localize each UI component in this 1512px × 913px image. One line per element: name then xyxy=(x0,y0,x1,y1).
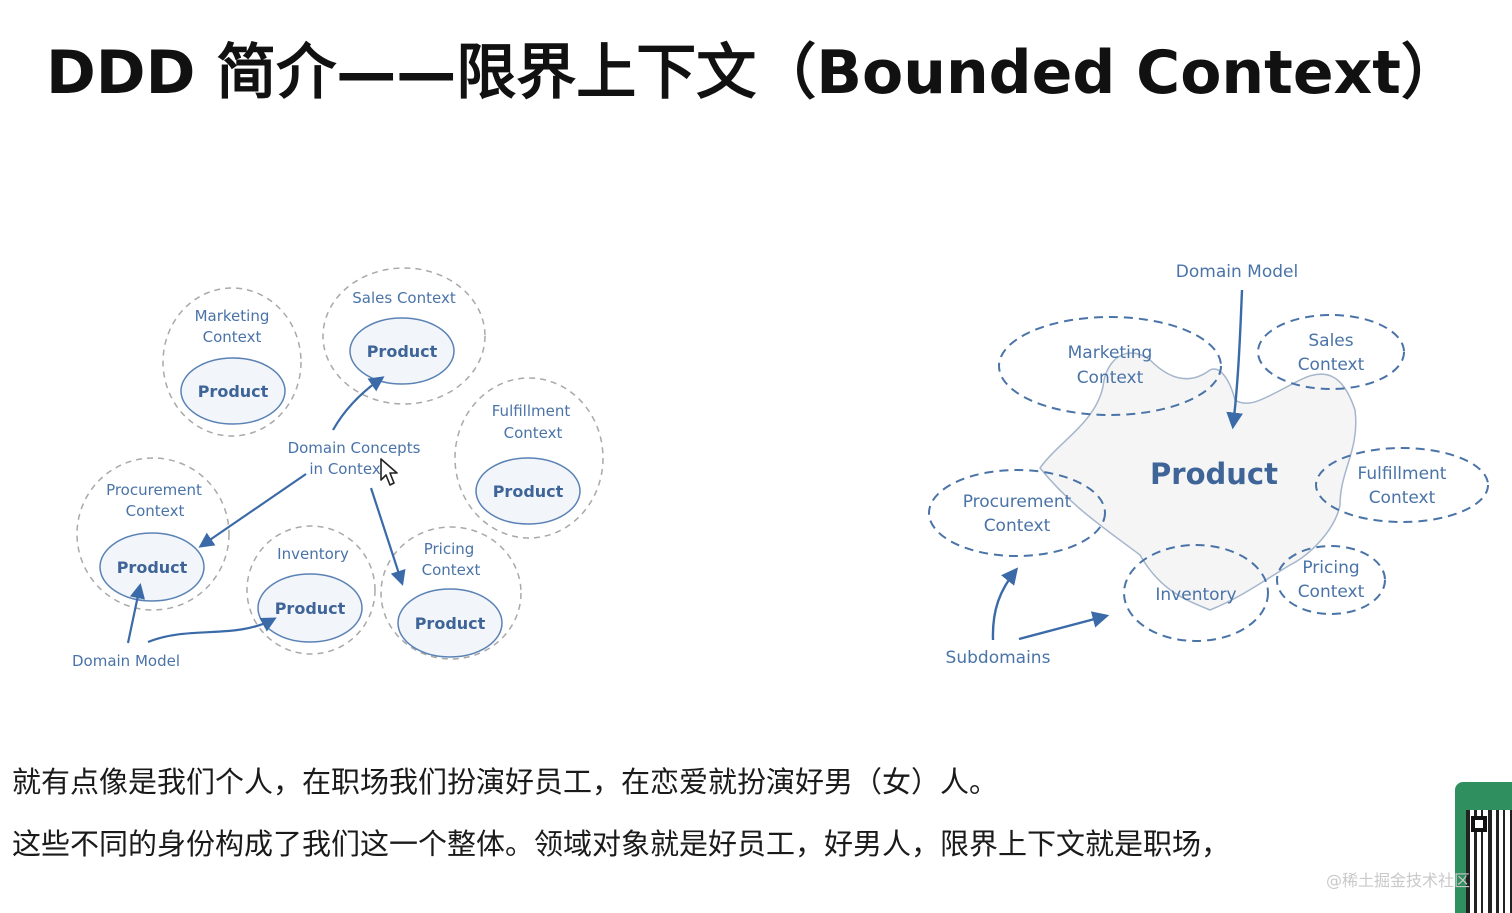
context-procurement: Procurement Context xyxy=(928,469,1106,557)
mouse-cursor-icon xyxy=(380,458,398,486)
context-sales: Sales Context Product xyxy=(322,267,486,405)
context-label-line1: Sales Context xyxy=(352,289,456,307)
context-label-line2: Context xyxy=(126,502,185,520)
context-label-line1: Inventory xyxy=(1155,585,1236,605)
context-label-line2: Context xyxy=(1298,355,1365,375)
context-label-line2: Context xyxy=(504,424,563,442)
context-label-line1: Procurement xyxy=(106,481,202,499)
left-diagram: Marketing Context Product Sales Context … xyxy=(72,267,604,670)
subdomains-label: Subdomains xyxy=(946,648,1051,668)
domain-model-label: Domain Model xyxy=(1176,262,1298,282)
arrow-domain-model-to-procurement xyxy=(126,582,145,644)
body-text-line-2: 这些不同的身份构成了我们这一个整体。领域对象就是好员工，好男人，限界上下文就是职… xyxy=(12,827,1231,861)
context-label-line1: Inventory xyxy=(277,545,349,563)
context-inventory: Inventory Product xyxy=(246,525,376,655)
arrow-subdomains-to-inventory xyxy=(1018,611,1110,641)
context-marketing: Marketing Context Product xyxy=(162,287,302,437)
context-inventory: Inventory xyxy=(1123,544,1269,642)
product-label: Product xyxy=(198,382,269,401)
arrow-to-pricing xyxy=(369,487,406,586)
context-fulfillment: Fulfillment Context Product xyxy=(454,377,604,539)
context-procurement: Procurement Context Product xyxy=(76,457,230,611)
qr-finder-icon xyxy=(1471,816,1487,832)
context-label-line2: Context xyxy=(1298,582,1365,602)
context-fulfillment: Fulfillment Context xyxy=(1315,447,1489,523)
context-label-line2: Context xyxy=(422,561,481,579)
product-center-label: Product xyxy=(1150,457,1278,491)
product-domain-blob xyxy=(1039,352,1357,611)
right-diagram: Product Marketing Context Sales Context … xyxy=(928,262,1489,668)
arrow-to-procurement xyxy=(198,473,307,548)
product-label: Product xyxy=(275,599,346,618)
product-label: Product xyxy=(415,614,486,633)
product-label: Product xyxy=(367,342,438,361)
domain-concepts-label-line1: Domain Concepts xyxy=(288,439,421,457)
context-label-line1: Fulfillment xyxy=(1358,464,1447,484)
context-label-line1: Marketing xyxy=(1068,343,1153,363)
page-title: DDD 简介——限界上下文（Bounded Context） xyxy=(46,38,1461,108)
context-label-line2: Context xyxy=(203,328,262,346)
context-label-line2: Context xyxy=(984,516,1051,536)
context-label-line1: Fulfillment xyxy=(492,402,571,420)
domain-model-label: Domain Model xyxy=(72,652,180,670)
arrow-to-sales xyxy=(332,376,385,431)
arrow-subdomains-to-procurement xyxy=(991,567,1019,641)
arrow-domain-model-to-inventory xyxy=(147,617,277,644)
context-marketing: Marketing Context xyxy=(998,316,1222,416)
context-label-line1: Marketing xyxy=(195,307,270,325)
domain-concepts-label-line2: in Context xyxy=(309,460,386,478)
context-pricing: Pricing Context Product xyxy=(380,526,522,660)
context-label-line1: Pricing xyxy=(1302,558,1359,578)
context-label-line1: Procurement xyxy=(963,492,1072,512)
arrow-domain-model-to-product xyxy=(1226,289,1244,430)
context-label-line1: Sales xyxy=(1308,331,1353,351)
watermark: @稀土掘金技术社区 xyxy=(1326,871,1471,890)
context-label-line2: Context xyxy=(1369,488,1436,508)
context-label-line1: Pricing xyxy=(424,540,475,558)
qr-code-panel[interactable] xyxy=(1455,782,1512,913)
product-label: Product xyxy=(117,558,188,577)
context-label-line2: Context xyxy=(1077,368,1144,388)
context-sales: Sales Context xyxy=(1257,314,1405,390)
context-pricing: Pricing Context xyxy=(1276,545,1386,615)
product-label: Product xyxy=(493,482,564,501)
body-text-line-1: 就有点像是我们个人，在职场我们扮演好员工，在恋爱就扮演好男（女）人。 xyxy=(12,765,999,799)
